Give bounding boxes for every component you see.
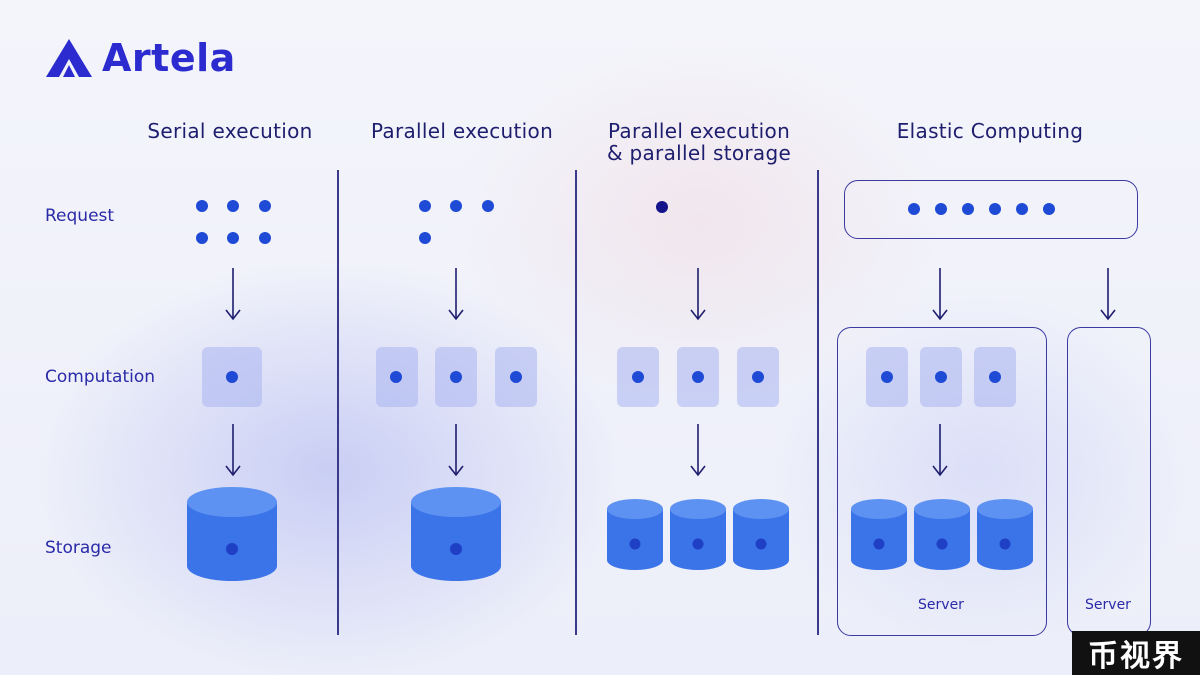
request-dot — [989, 203, 1001, 215]
request-dot — [450, 200, 462, 212]
request-dot — [419, 200, 431, 212]
request-dot — [482, 200, 494, 212]
down-arrow-icon — [225, 268, 241, 321]
request-dot — [196, 232, 208, 244]
server-label: Server — [918, 597, 964, 613]
server-label: Server — [1085, 597, 1131, 613]
storage-cylinder-icon — [851, 499, 907, 570]
request-dot — [656, 201, 668, 213]
compute-dot — [450, 371, 462, 383]
server-frame — [837, 327, 1047, 636]
storage-cylinder-icon — [411, 487, 501, 581]
compute-dot — [989, 371, 1001, 383]
column-title-parallel-storage: Parallel execution & parallel storage — [606, 119, 792, 165]
storage-cylinder-icon — [914, 499, 970, 570]
down-arrow-icon — [1100, 268, 1116, 321]
down-arrow-icon — [690, 424, 706, 477]
compute-dot — [226, 371, 238, 383]
compute-dot — [390, 371, 402, 383]
column-divider — [337, 170, 339, 635]
brand-name: Artela — [102, 36, 236, 80]
compute-dot — [510, 371, 522, 383]
column-title-elastic: Elastic Computing — [896, 119, 1084, 143]
row-label-computation: Computation — [45, 367, 156, 387]
artela-logo-icon — [46, 39, 92, 77]
row-label-storage: Storage — [45, 538, 112, 558]
request-dot — [259, 200, 271, 212]
request-dot — [1043, 203, 1055, 215]
row-label-request: Request — [45, 206, 115, 226]
request-dot — [935, 203, 947, 215]
storage-cylinder-icon — [977, 499, 1033, 570]
compute-dot — [692, 371, 704, 383]
storage-cylinder-icon — [670, 499, 726, 570]
watermark-badge: 币视界 — [1072, 631, 1200, 675]
storage-cylinder-icon — [607, 499, 663, 570]
column-title-parallel: Parallel execution — [370, 119, 554, 143]
column-divider — [575, 170, 577, 635]
down-arrow-icon — [448, 268, 464, 321]
compute-dot — [881, 371, 893, 383]
down-arrow-icon — [448, 424, 464, 477]
request-dot — [419, 232, 431, 244]
down-arrow-icon — [932, 268, 948, 321]
request-dot — [962, 203, 974, 215]
storage-cylinder-icon — [187, 487, 277, 581]
column-divider — [817, 170, 819, 635]
server-frame — [1067, 327, 1151, 636]
request-dot — [227, 200, 239, 212]
request-dot — [227, 232, 239, 244]
request-dot — [908, 203, 920, 215]
request-pool-frame — [844, 180, 1138, 239]
request-dot — [1016, 203, 1028, 215]
artela-logo: Artela — [44, 36, 236, 80]
down-arrow-icon — [690, 268, 706, 321]
request-dot — [259, 232, 271, 244]
compute-dot — [752, 371, 764, 383]
column-title-serial: Serial execution — [147, 119, 313, 143]
storage-cylinder-icon — [733, 499, 789, 570]
down-arrow-icon — [225, 424, 241, 477]
compute-dot — [632, 371, 644, 383]
down-arrow-icon — [932, 424, 948, 477]
compute-dot — [935, 371, 947, 383]
request-dot — [196, 200, 208, 212]
